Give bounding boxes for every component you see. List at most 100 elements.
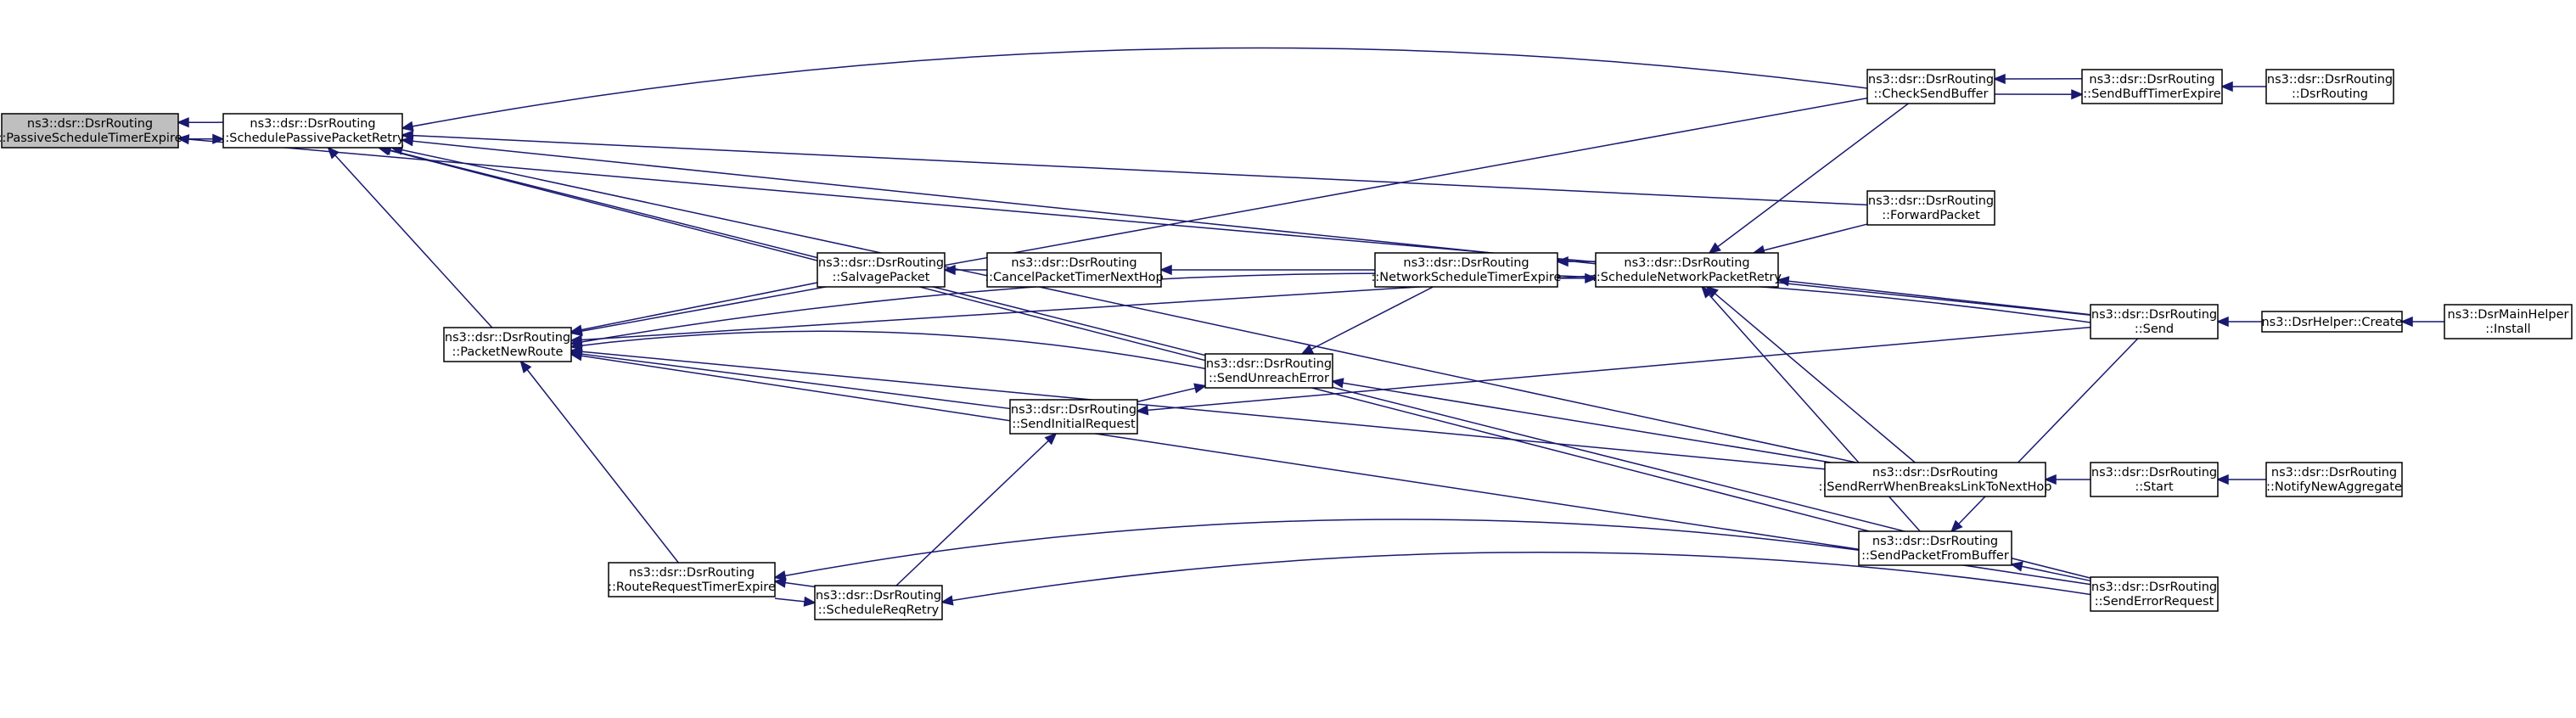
node-label-line2: ::RouteRequestTimerExpire (608, 581, 776, 594)
node-packet-new-route[interactable]: ns3::dsr::DsrRouting::PacketNewRoute (443, 327, 572, 362)
call-edge (1331, 378, 1832, 463)
node-forward-packet[interactable]: ns3::dsr::DsrRouting::ForwardPacket (1866, 190, 1995, 226)
edge-line (570, 351, 1011, 410)
edge-line (941, 552, 2091, 603)
node-label-line1: ns3::dsr::DsrRouting (1872, 466, 1998, 480)
call-edge (940, 552, 2091, 606)
edge-arrowhead (1300, 344, 1315, 355)
edge-arrowhead (177, 117, 189, 128)
node-send-from-buffer[interactable]: ns3::dsr::DsrRouting::SendPacketFromBuff… (1858, 530, 2012, 566)
edge-arrowhead (773, 570, 787, 581)
node-cancel-timer[interactable]: ns3::dsr::DsrRouting::CancelPacketTimerN… (985, 252, 1164, 288)
node-label-line1: ns3::DsrMainHelper (2448, 308, 2569, 322)
node-send-rerr[interactable]: ns3::dsr::DsrRouting::SendRerrWhenBreaks… (1818, 462, 2052, 497)
node-box (1824, 462, 2046, 497)
edge-arrowhead (2071, 89, 2084, 100)
node-box (1374, 252, 1558, 288)
node-check-send-buffer[interactable]: ns3::dsr::DsrRouting::CheckSendBuffer (1866, 69, 1995, 104)
node-start[interactable]: ns3::dsr::DsrRouting::Start (2090, 462, 2219, 497)
node-label-line1: ns3::dsr::DsrRouting (445, 331, 570, 345)
node-label-line2: ::SendRerrWhenBreaksLinkToNextHop (1818, 480, 2051, 494)
call-edge (177, 134, 1597, 263)
node-label-line1: ns3::dsr::DsrRouting (2091, 308, 2217, 322)
node-box (2090, 304, 2219, 339)
node-dsr-routing-ctor[interactable]: ns3::dsr::DsrRouting::DsrRouting (2265, 69, 2394, 104)
node-label-line2: ::ForwardPacket (1882, 209, 1980, 222)
node-label-line1: ns3::dsr::DsrRouting (1011, 403, 1136, 417)
call-edge (2400, 316, 2445, 328)
node-label-line2: ::DsrRouting (2292, 87, 2368, 101)
edge-arrowhead (1701, 285, 1714, 299)
call-edge (1136, 383, 1207, 403)
node-box (2265, 462, 2403, 497)
node-box (2090, 462, 2219, 497)
node-helper-create[interactable]: ns3::DsrHelper::Create (2261, 311, 2403, 333)
edge-arrowhead (570, 324, 583, 335)
node-label-line2: ::Send (2135, 323, 2174, 336)
call-edge (401, 47, 1868, 132)
node-label-line2: ::CheckSendBuffer (1874, 87, 1989, 101)
edge-arrowhead (2400, 316, 2413, 328)
node-main-helper-install[interactable]: ns3::DsrMainHelper::Install (2444, 304, 2573, 339)
edge-arrowhead (519, 360, 532, 373)
node-label-line2: ::Start (2135, 480, 2174, 494)
node-box (443, 327, 572, 362)
call-edge (1136, 326, 2091, 416)
node-route-req-expire[interactable]: ns3::dsr::DsrRouting::RouteRequestTimerE… (608, 562, 776, 597)
node-label-line2: ::SchedulePassivePacketRetry (221, 132, 404, 145)
call-edge (1701, 285, 1921, 532)
call-edge (570, 349, 1011, 410)
node-send-initial[interactable]: ns3::dsr::DsrRouting::SendInitialRequest (1009, 399, 1138, 435)
edge-arrowhead (570, 351, 583, 362)
node-sched-passive[interactable]: ns3::dsr::DsrRouting::SchedulePassivePac… (221, 113, 405, 149)
call-edge (1557, 272, 1597, 284)
call-edge (1159, 264, 1375, 276)
call-edge (1993, 73, 2083, 85)
node-box (222, 113, 403, 149)
call-edge (773, 519, 1860, 581)
node-label-line2: ::SendErrorRequest (2095, 595, 2214, 609)
edge-arrowhead (1950, 519, 1963, 533)
node-box (2261, 311, 2403, 333)
node-notify-new-agg[interactable]: ns3::dsr::DsrRouting::NotifyNewAggregate (2265, 462, 2403, 497)
edge-line (1136, 326, 2091, 412)
call-edge (570, 282, 818, 335)
node-passive-expire[interactable]: ns3::dsr::DsrRouting::PassiveScheduleTim… (0, 113, 182, 149)
call-edge (2010, 561, 2091, 582)
edge-line (1754, 223, 1868, 254)
edge-line (570, 282, 818, 333)
edge-arrowhead (940, 595, 954, 606)
node-box (2265, 69, 2394, 104)
call-edge (1776, 276, 2091, 316)
node-label-line1: ns3::dsr::DsrRouting (1206, 357, 1332, 371)
call-edge (2216, 474, 2267, 485)
node-salvage[interactable]: ns3::dsr::DsrRouting::SalvagePacket (817, 252, 946, 288)
node-label-line2: ::SendUnreachError (1209, 372, 1329, 385)
node-send-error-req[interactable]: ns3::dsr::DsrRouting::SendErrorRequest (2090, 576, 2219, 612)
node-sched-net-retry[interactable]: ns3::dsr::DsrRouting::ScheduleNetworkPac… (1592, 252, 1782, 288)
node-label-line2: ::ScheduleReqRetry (818, 603, 940, 617)
edge-arrowhead (1331, 378, 1344, 389)
node-sched-req-retry[interactable]: ns3::dsr::DsrRouting::ScheduleReqRetry (814, 585, 943, 620)
node-label-line1: ns3::dsr::DsrRouting (2271, 466, 2397, 480)
edge-line (570, 330, 1206, 370)
edge-line (401, 134, 1868, 206)
edge-line (895, 433, 1057, 586)
edge-line (520, 361, 679, 564)
call-edge (1950, 338, 2139, 533)
edge-arrowhead (2010, 561, 2023, 572)
edge-line (1332, 380, 1832, 463)
node-label-line1: ns3::dsr::DsrRouting (2089, 73, 2214, 87)
node-send-buff-expire[interactable]: ns3::dsr::DsrRouting::SendBuffTimerExpir… (2081, 69, 2223, 104)
edge-arrowhead (2216, 474, 2229, 485)
node-box (2444, 304, 2573, 339)
node-label-line1: ns3::dsr::DsrRouting (2091, 581, 2217, 594)
call-edge (2216, 316, 2263, 328)
node-box (1866, 69, 1995, 104)
node-net-sched-expire[interactable]: ns3::dsr::DsrRouting::NetworkScheduleTim… (1372, 252, 1562, 288)
node-send-unreach[interactable]: ns3::dsr::DsrRouting::SendUnreachError (1204, 353, 1333, 389)
node-box (608, 562, 776, 597)
node-send[interactable]: ns3::dsr::DsrRouting::Send (2090, 304, 2219, 339)
call-edge (773, 577, 816, 588)
